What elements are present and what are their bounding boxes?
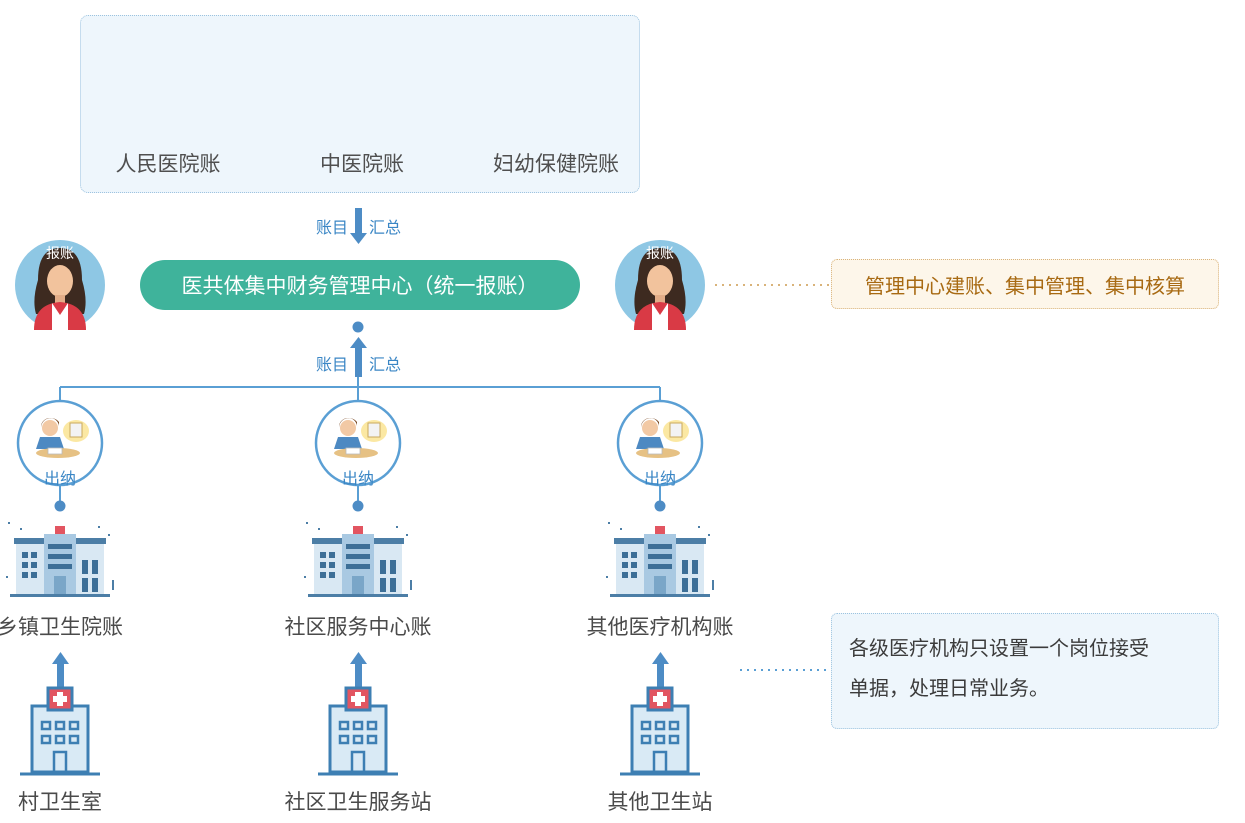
institutions-note-line1: 各级医疗机构只设置一个岗位接受 xyxy=(849,636,1149,660)
flow-upper-left: 账目 xyxy=(316,218,349,237)
cashier-label-1: 出纳 xyxy=(43,469,77,488)
cashier-label-2: 出纳 xyxy=(341,469,375,488)
management-note-text: 管理中心建账、集中管理、集中核算 xyxy=(865,273,1185,298)
finance-center-bar: 医共体集中财务管理中心（统一报账） xyxy=(140,260,580,310)
hospital-label-tcm: 中医院账 xyxy=(320,152,404,176)
institutions-note-line2: 单据，处理日常业务。 xyxy=(849,676,1049,700)
hospital-label-people: 人民医院账 xyxy=(115,152,221,176)
institution-label-community: 社区服务中心账 xyxy=(284,615,432,639)
management-note: 管理中心建账、集中管理、集中核算 xyxy=(831,259,1219,309)
top-hospital-group xyxy=(80,15,640,193)
station-label-community: 社区卫生服务站 xyxy=(284,790,432,814)
institution-label-other: 其他医疗机构账 xyxy=(586,615,734,639)
station-label-other: 其他卫生站 xyxy=(607,790,713,814)
avatar-right-label: 报账 xyxy=(646,246,674,262)
cashier-label-3: 出纳 xyxy=(643,469,677,488)
flow-lower-right: 汇总 xyxy=(369,355,402,374)
station-label-village: 村卫生室 xyxy=(18,790,102,814)
hospital-label-maternal: 妇幼保健院账 xyxy=(493,152,619,176)
flow-upper-right: 汇总 xyxy=(369,218,402,237)
flow-lower-left: 账目 xyxy=(316,355,349,374)
avatar-left-label: 报账 xyxy=(46,246,74,262)
finance-center-label: 医共体集中财务管理中心（统一报账） xyxy=(181,274,539,298)
institution-label-township: 乡镇卫生院账 xyxy=(0,615,123,639)
institutions-note: 各级医疗机构只设置一个岗位接受 单据，处理日常业务。 xyxy=(831,613,1219,729)
